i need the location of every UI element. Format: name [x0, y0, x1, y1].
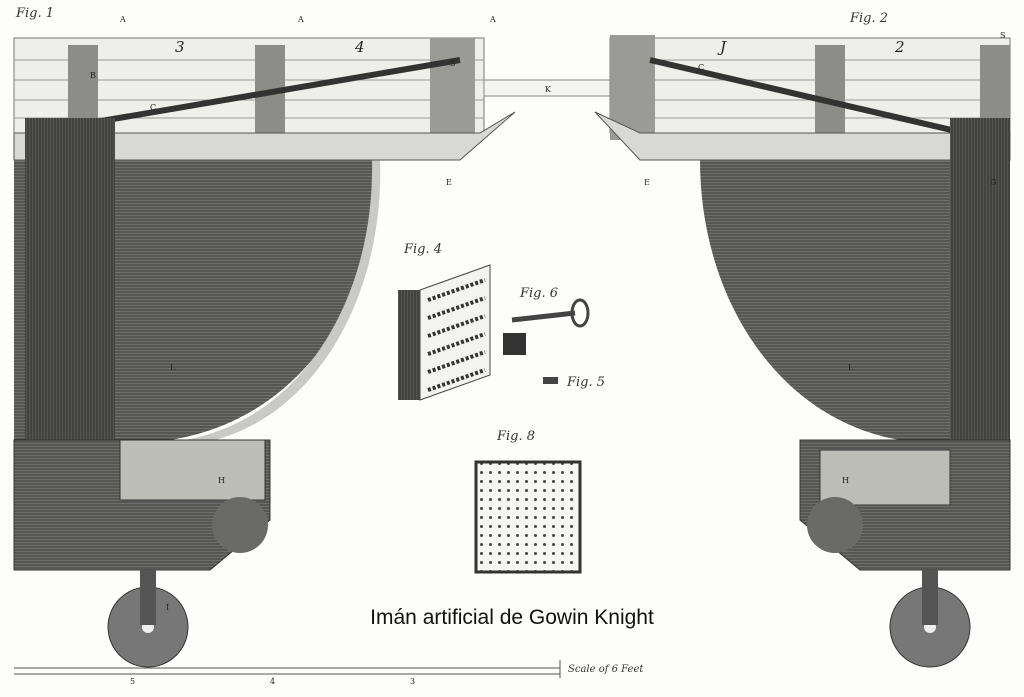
scale-tick: 4 [270, 677, 275, 686]
fig8-label: Fig. 8 [496, 429, 535, 444]
letter-label: G [990, 178, 996, 187]
fig4-magazine [398, 264, 491, 401]
scale-tick: 5 [130, 677, 135, 686]
letter-label: S [450, 59, 455, 68]
letter-label: H [842, 476, 849, 485]
bar-number: 3 [175, 38, 185, 56]
bar-number: 4 [354, 38, 365, 56]
fig-block [503, 333, 526, 355]
letter-label: A [489, 15, 496, 24]
right-apparatus-fig2 [594, 35, 1011, 668]
letter-label: E [644, 178, 650, 187]
image-caption: Imán artificial de Gowin Knight [370, 606, 654, 629]
fig5-label: Fig. 5 [566, 375, 605, 390]
letter-label: S [1000, 31, 1005, 40]
connecting-bar-k [483, 79, 611, 97]
fig5-pin [543, 377, 558, 384]
fig2-label: Fig. 2 [849, 11, 888, 26]
letter-label: E [446, 178, 452, 187]
left-lever-rod [59, 57, 461, 131]
letter-label: K [545, 85, 552, 94]
left-apparatus-fig1 [13, 37, 516, 668]
scale-bar: 5 4 3 Scale of 6 Feet [14, 660, 644, 686]
letter-label: C [150, 103, 156, 112]
right-lever-rod [649, 57, 961, 135]
letter-label: B [90, 71, 96, 80]
letter-label: L [848, 363, 854, 372]
letter-label: A [119, 15, 126, 24]
fig8-plate [474, 460, 582, 574]
bar-number: J [717, 38, 727, 56]
letter-label: L [170, 363, 176, 372]
bar-number: 2 [894, 38, 905, 56]
scale-label: Scale of 6 Feet [568, 664, 644, 675]
letter-label: C [698, 63, 704, 72]
right-body-curved-box [700, 160, 1010, 440]
letter-label: A [297, 15, 304, 24]
fig6-key [511, 298, 590, 328]
letter-label: H [218, 476, 225, 485]
fig4-label: Fig. 4 [403, 242, 442, 257]
fig1-label: Fig. 1 [15, 6, 54, 21]
scale-tick: 3 [410, 677, 415, 686]
letter-label: I [166, 603, 169, 612]
fig6-label: Fig. 6 [519, 286, 558, 301]
